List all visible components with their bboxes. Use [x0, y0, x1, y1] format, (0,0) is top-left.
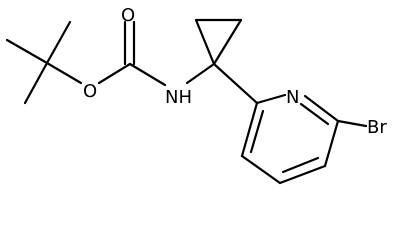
- molecule-structure: O O NH N Br: [5, 5, 387, 185]
- bond-tbu-oxygen: [45, 61, 83, 85]
- bond-nitrogen-cyclopropyl: [185, 62, 216, 85]
- bond-c5-c4-a: [278, 164, 327, 185]
- bond-cyclopropyl-3: [212, 18, 243, 66]
- carbamate-group: [97, 20, 216, 87]
- bond-n1-c6-b: [299, 102, 330, 126]
- cyclopropane-ring: [194, 18, 259, 105]
- bond-n1-c6-a: [303, 94, 340, 123]
- bond-c3-c2-a: [240, 101, 259, 158]
- bond-c3-c2-b: [249, 109, 265, 154]
- bond-cyclopropyl-1: [194, 18, 216, 66]
- bond-c5-c4-b: [281, 156, 320, 174]
- tert-butyl-group: [5, 20, 83, 105]
- bond-c2-n1: [255, 93, 287, 105]
- amine-label: NH: [165, 87, 192, 108]
- bromine-label: Br: [367, 117, 387, 138]
- bond-carbonyl-carbon-nitrogen: [128, 62, 167, 87]
- ester-oxygen-label: O: [83, 81, 97, 102]
- bond-oxygen-carbonyl-carbon: [97, 62, 132, 85]
- bond-c6-c5: [323, 119, 340, 168]
- bond-cyclopropyl-pyridine: [212, 62, 259, 105]
- bond-tbu-methyl-bottom: [23, 61, 49, 105]
- bond-tbu-methyl-left: [5, 38, 49, 65]
- bond-c6-bromine: [336, 119, 368, 128]
- bond-tbu-methyl-top: [45, 20, 72, 65]
- bond-c4-c3: [240, 154, 282, 185]
- carbonyl-oxygen-label: O: [121, 5, 135, 26]
- pyridine-nitrogen-label: N: [286, 87, 299, 108]
- pyridine-ring: [240, 93, 368, 185]
